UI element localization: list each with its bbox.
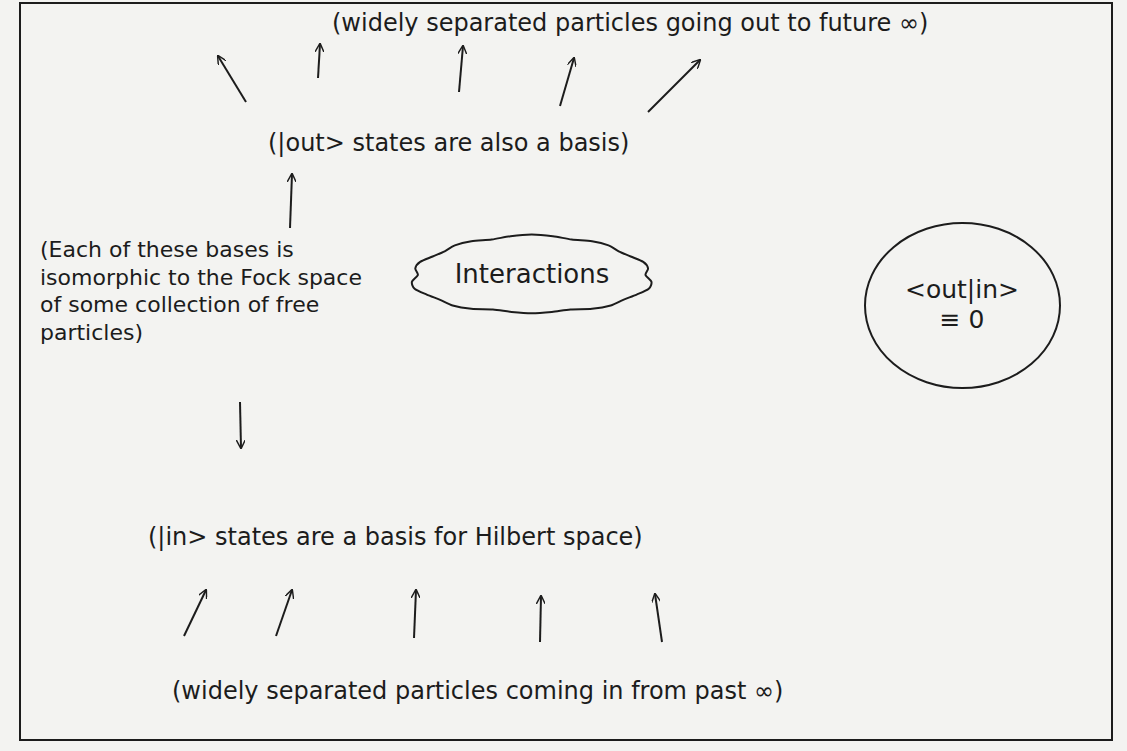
outgoing-arrow [318, 44, 320, 78]
page-border [20, 3, 1112, 740]
outgoing-arrow [459, 46, 463, 92]
incoming-arrow [184, 590, 206, 636]
outgoing-arrows [218, 44, 700, 112]
node-text: Interactions [455, 259, 610, 290]
bracket-circle: <out|in> ≡ 0 [865, 223, 1060, 388]
incoming-arrows [184, 590, 662, 642]
incoming-arrow [655, 594, 662, 642]
incoming-arrow [414, 590, 416, 638]
incoming-arrow [540, 596, 541, 642]
incoming-arrow [276, 590, 292, 636]
pointer-arrow [240, 402, 241, 448]
note-label: (widely separated particles coming in fr… [172, 676, 783, 706]
node-text-group: <out|in> ≡ 0 [897, 275, 1027, 335]
circle-outline [865, 223, 1060, 388]
node-text: <out|in> ≡ 0 [897, 275, 1027, 335]
cloud-outline [412, 235, 652, 314]
note-label: (|in> states are a basis for Hilbert spa… [148, 522, 643, 552]
note-label: (widely separated particles going out to… [332, 8, 928, 38]
pointer-arrow [290, 174, 292, 228]
outgoing-arrow [218, 56, 246, 102]
node-text-group: Interactions [455, 259, 610, 290]
interaction-cloud: Interactions [408, 235, 655, 315]
outgoing-arrow [560, 58, 574, 106]
outgoing-arrow [648, 60, 700, 112]
note-label: (Each of these bases is isomorphic to th… [40, 236, 380, 346]
note-label: (|out> states are also a basis) [268, 128, 629, 158]
